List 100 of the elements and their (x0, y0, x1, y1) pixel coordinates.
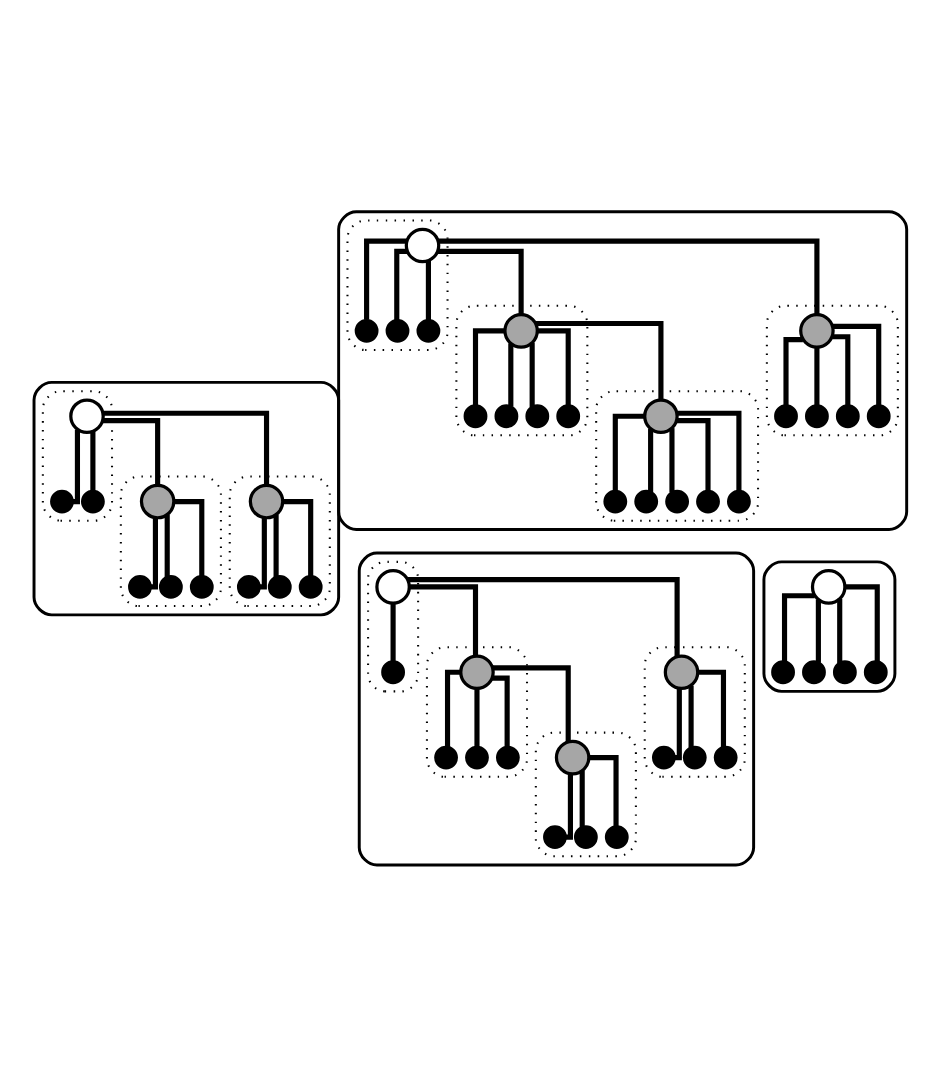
node-circle (663, 654, 700, 691)
node-circle (158, 575, 183, 599)
cluster (337, 210, 909, 531)
cluster (534, 731, 637, 858)
cluster (119, 475, 222, 608)
connector (150, 517, 158, 590)
cluster (32, 380, 341, 617)
node-circle (802, 660, 826, 685)
connector (698, 669, 727, 748)
node-circle (298, 575, 323, 599)
node-circle (835, 404, 860, 429)
node-circle (50, 489, 74, 514)
connector (394, 248, 408, 321)
connector (259, 517, 267, 590)
connector (674, 688, 682, 761)
connector (832, 323, 882, 406)
cluster (41, 390, 114, 522)
connector (273, 514, 279, 578)
node-circle (713, 745, 738, 770)
connector (474, 688, 480, 748)
node-circle (810, 569, 847, 605)
node-circle (774, 404, 798, 429)
connector (282, 499, 314, 577)
connector (529, 342, 535, 408)
node-circle (69, 398, 105, 434)
connector (535, 320, 664, 400)
connector (781, 593, 815, 662)
cluster (357, 551, 756, 867)
connector (612, 413, 645, 492)
node-circle (434, 745, 458, 770)
node-circle (643, 398, 679, 434)
node-circle (459, 654, 495, 691)
node-circle (404, 227, 441, 264)
connector (648, 428, 654, 493)
node-circle (573, 825, 598, 849)
cluster (455, 304, 589, 437)
node-circle (248, 483, 285, 520)
connector (174, 499, 205, 577)
connector (783, 337, 803, 406)
connector (492, 675, 510, 748)
connector (565, 773, 573, 840)
node-circle (495, 745, 520, 770)
connector (688, 685, 694, 748)
cluster (762, 560, 897, 693)
connector (676, 418, 711, 491)
node-circle (525, 404, 550, 429)
connector (508, 343, 514, 407)
connector (589, 755, 619, 827)
cluster (765, 304, 899, 437)
node-circle (805, 404, 829, 429)
connector (537, 328, 571, 406)
connector (409, 584, 479, 656)
node-circle (665, 489, 690, 514)
node-circle (139, 483, 176, 520)
connector (492, 665, 571, 742)
connector (814, 347, 820, 406)
connector (677, 410, 742, 491)
cluster (228, 475, 331, 608)
node-circle (696, 489, 720, 514)
connector (579, 770, 585, 828)
connector (438, 238, 820, 315)
cluster (643, 646, 746, 778)
connector (407, 577, 680, 657)
node-circle (267, 575, 292, 599)
node-circle (463, 404, 488, 429)
connector (164, 514, 170, 578)
node-circle (543, 825, 567, 849)
connector (364, 238, 407, 320)
connector (72, 429, 80, 505)
node-circle (80, 489, 105, 514)
cluster (595, 390, 760, 522)
connector (102, 418, 161, 486)
node-circle (863, 660, 888, 685)
node-circle (799, 313, 835, 349)
connector (472, 328, 505, 406)
node-circle (503, 313, 539, 349)
node-circle (381, 660, 405, 685)
connector (90, 431, 96, 491)
connector (102, 410, 270, 486)
cluster (425, 646, 529, 778)
node-circle (634, 489, 659, 514)
node-circle (416, 318, 441, 343)
node-circle (354, 318, 379, 343)
node-circle (494, 404, 519, 429)
cluster (367, 560, 420, 693)
node-circle (554, 739, 591, 776)
connector (444, 669, 461, 748)
node-circle (651, 745, 676, 770)
node-circle (385, 318, 410, 343)
node-circle (128, 575, 152, 599)
node-circle (682, 745, 707, 770)
node-circle (604, 825, 629, 849)
node-circle (465, 745, 489, 770)
node-circle (771, 660, 795, 685)
node-circle (832, 660, 857, 685)
connector (437, 248, 524, 315)
connector (425, 260, 431, 321)
node-circle (189, 575, 214, 599)
node-circle (556, 404, 581, 429)
node-circle (727, 489, 751, 514)
